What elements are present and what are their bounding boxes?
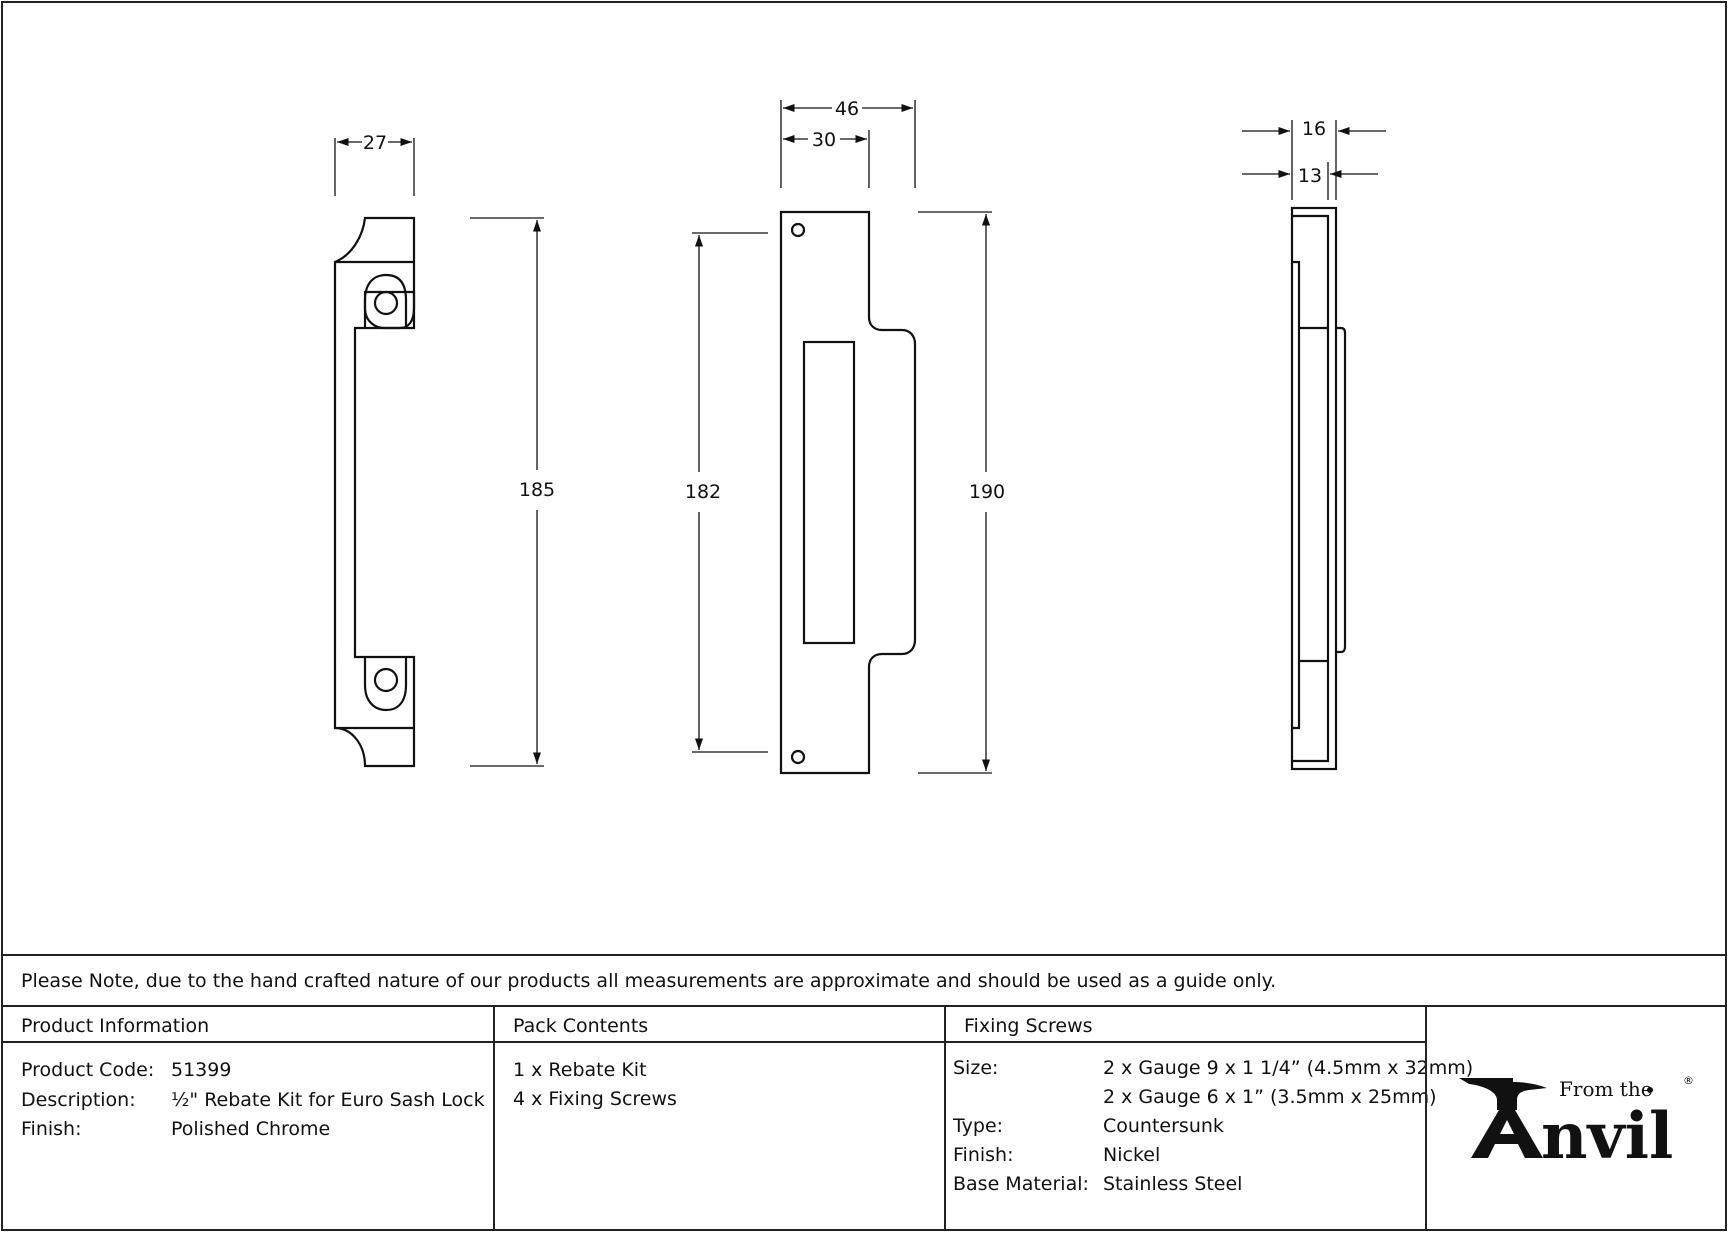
technical-drawing: 27 185 46 30 182 190 xyxy=(333,98,1386,775)
screw-finish-label: Finish: xyxy=(953,1144,1014,1166)
fixing-screws-section: Fixing Screws Size: 2 x Gauge 9 x 1 1/4”… xyxy=(946,1007,1473,1229)
description-value: ½" Rebate Kit for Euro Sash Lock xyxy=(171,1089,485,1111)
side-view: 16 13 xyxy=(1242,118,1386,771)
side-inner-width-label: 13 xyxy=(1298,165,1322,187)
strike-plate-view: 46 30 182 190 xyxy=(685,98,1005,775)
measurement-note: Please Note, due to the hand crafted nat… xyxy=(3,954,1725,1007)
product-code-value: 51399 xyxy=(171,1059,232,1081)
description-label: Description: xyxy=(21,1089,136,1111)
info-panel: Product Information Product Code: 51399 … xyxy=(3,1007,1725,1229)
fixing-screws-heading: Fixing Screws xyxy=(946,1007,1426,1043)
front-view: 27 185 xyxy=(333,132,555,768)
logo-small-text: From the xyxy=(1559,1077,1653,1101)
screw-size-value: 2 x Gauge 9 x 1 1/4” (4.5mm x 32mm) xyxy=(1103,1057,1474,1079)
finish-label: Finish: xyxy=(21,1118,82,1140)
plate-inner-width-label: 30 xyxy=(812,129,836,151)
side-width-label: 16 xyxy=(1302,118,1326,140)
plate-fixing-height-label: 182 xyxy=(685,481,721,503)
pack-item: 4 x Fixing Screws xyxy=(513,1088,677,1110)
plate-height-label: 190 xyxy=(969,481,1005,503)
base-material-value: Stainless Steel xyxy=(1103,1173,1243,1195)
product-information-section: Product Information Product Code: 51399 … xyxy=(3,1007,495,1229)
base-material-label: Base Material: xyxy=(953,1173,1089,1195)
product-code-label: Product Code: xyxy=(21,1059,155,1081)
screw-type-value: Countersunk xyxy=(1103,1115,1224,1137)
logo-big-text: nvil xyxy=(1541,1099,1673,1170)
screw-size-value-2: 2 x Gauge 6 x 1” (3.5mm x 25mm) xyxy=(1103,1086,1437,1108)
from-the-anvil-logo: From the nvil ® xyxy=(1459,1074,1694,1170)
divider xyxy=(944,1007,946,1229)
screw-size-label: Size: xyxy=(953,1057,999,1079)
finish-value: Polished Chrome xyxy=(171,1118,331,1140)
front-height-label: 185 xyxy=(519,479,555,501)
plate-width-label: 46 xyxy=(835,98,859,120)
divider xyxy=(493,1007,495,1229)
divider xyxy=(1425,1007,1427,1229)
anvil-icon xyxy=(1459,1078,1547,1158)
screw-type-label: Type: xyxy=(953,1115,1004,1137)
pack-contents-section: Pack Contents 1 x Rebate Kit 4 x Fixing … xyxy=(495,1007,946,1229)
front-width-label: 27 xyxy=(363,132,387,154)
product-information-heading: Product Information xyxy=(3,1007,495,1043)
registered-mark: ® xyxy=(1683,1074,1694,1087)
screw-finish-value: Nickel xyxy=(1103,1144,1161,1166)
pack-item: 1 x Rebate Kit xyxy=(513,1059,647,1081)
pack-contents-heading: Pack Contents xyxy=(495,1007,946,1043)
